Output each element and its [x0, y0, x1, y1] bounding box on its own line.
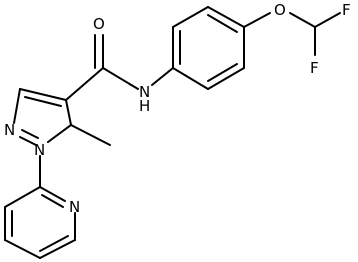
atom-label-fluorine-top: F: [342, 1, 351, 19]
phenyl-ring: [172, 6, 245, 90]
bond-phenyl-o: [243, 12, 271, 28]
bond-c5-methyl: [70, 124, 111, 146]
atom-label-pyrazole-n2: N: [4, 121, 15, 139]
bond-c4-c3-inner: [24, 96, 62, 107]
atom-label-carbonyl-oxygen: O: [93, 15, 105, 33]
bond-py2-n-inner: [41, 194, 64, 208]
atom-label-fluorine-bottom: F: [310, 59, 319, 77]
bond-py2-n: [39, 186, 66, 202]
bond-py3-py2: [4, 186, 41, 208]
bond-carbonyl-n: [102, 67, 139, 90]
bond-ph5-ph6-inner: [207, 63, 238, 82]
atom-label-amide-nitrogen: N: [139, 83, 150, 101]
bond-c3-n2: [13, 88, 21, 124]
atom-label-pyridine-nitrogen: N: [69, 198, 80, 216]
bond-py6-py5-inner: [39, 235, 69, 252]
bond-ph5-ph6: [207, 67, 245, 90]
bond-ph3-ph4-inner: [207, 14, 238, 33]
bond-n-phenyl: [151, 67, 174, 86]
bond-ph3-ph4: [207, 6, 245, 28]
bond-n1-c5: [47, 124, 72, 143]
pyrazole-ring: [13, 88, 72, 146]
bond-py5-py4: [4, 239, 41, 259]
atom-label-ether-oxygen: O: [274, 1, 286, 19]
bond-c4-carbonyl: [65, 67, 104, 101]
bond-py6-py5: [39, 239, 76, 259]
atom-label-amide-hydrogen: H: [139, 97, 150, 115]
bond-n2-n1: [19, 136, 37, 146]
bond-n2-n1-inner: [21, 129, 39, 139]
bond-c5-c4: [65, 99, 72, 126]
bond-o-chf2: [289, 12, 316, 28]
atom-label-pyrazole-n1: N: [34, 141, 45, 159]
pyridine-ring: [4, 186, 76, 259]
bond-ph6-ph1: [172, 67, 209, 90]
bond-chf2-f-top: [314, 12, 341, 28]
bond-c4-c3: [19, 88, 67, 101]
bond-ph2-ph3: [172, 6, 209, 28]
